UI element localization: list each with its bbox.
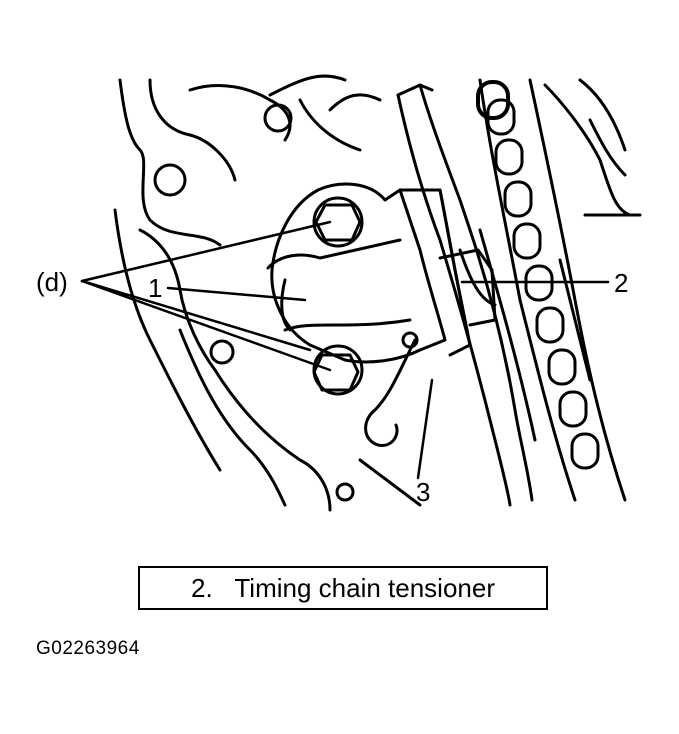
caption-spacer [213, 573, 235, 604]
caption-box: 2. Timing chain tensioner [138, 566, 548, 610]
callout-2-label: 2 [614, 268, 628, 298]
lower-bolt [312, 344, 364, 396]
caption-title: Timing chain tensioner [234, 572, 495, 603]
timing-chain-tensioner-illustration: (d) 1 2 3 [36, 74, 642, 512]
callout-d-label: (d) [36, 267, 68, 297]
upper-bolt [312, 196, 364, 248]
leader-lines [80, 220, 610, 480]
retaining-hook [364, 338, 417, 447]
callout-labels: (d) 1 2 3 [36, 267, 628, 507]
callout-3-label: 3 [416, 477, 430, 507]
callout-1-label: 1 [148, 273, 162, 303]
engine-block-outline [113, 74, 642, 512]
figure-id: G02263964 [36, 638, 140, 659]
chain-guide [396, 83, 537, 507]
tensioner-body [266, 182, 497, 364]
caption-number: 2. [191, 572, 213, 603]
